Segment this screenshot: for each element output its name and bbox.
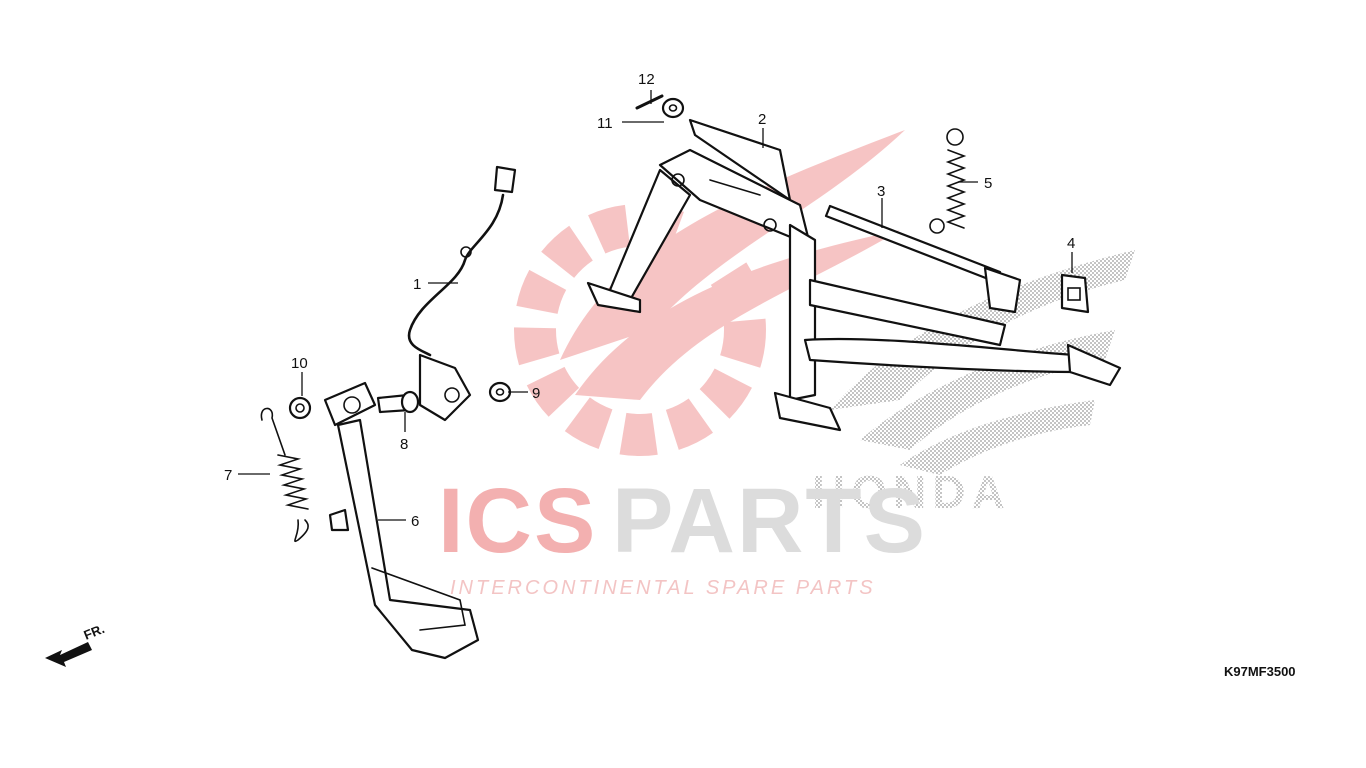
part-collar <box>288 396 312 420</box>
part-side-stand-switch <box>407 165 517 422</box>
watermark: HONDA ICS PARTS INTERCONTINENTAL SPARE P… <box>438 130 1135 599</box>
callout-6: 6 <box>411 513 419 530</box>
callout-10: 10 <box>291 355 308 372</box>
callout-8: 8 <box>400 436 408 453</box>
callout-3: 3 <box>877 183 885 200</box>
part-pin <box>635 94 664 110</box>
direction-label: FR. <box>82 621 107 643</box>
watermark-brand-parts: PARTS <box>612 470 927 572</box>
watermark-brand-ics: ICS <box>438 470 597 572</box>
front-arrow-icon <box>45 642 92 667</box>
watermark-tagline: INTERCONTINENTAL SPARE PARTS <box>450 577 876 599</box>
callout-5: 5 <box>984 175 992 192</box>
part-nut <box>488 381 512 403</box>
watermark-honda-text: HONDA <box>812 466 1011 518</box>
callouts: 12 11 2 3 5 4 1 10 9 8 7 6 <box>224 71 1075 530</box>
part-shaft <box>824 204 1022 314</box>
part-spring-side-stand <box>260 407 310 542</box>
watermark-gear-icon <box>514 130 905 456</box>
part-washer <box>661 97 685 119</box>
callout-2: 2 <box>758 111 766 128</box>
callout-11: 11 <box>597 115 613 132</box>
direction-arrow: FR. <box>45 621 107 667</box>
callout-1: 1 <box>413 276 421 293</box>
part-spring-stand <box>929 128 967 234</box>
part-bolt <box>376 390 420 414</box>
part-clip <box>1060 273 1090 314</box>
part-stand-pedal-arm <box>803 337 1122 387</box>
callout-9: 9 <box>532 385 540 402</box>
reference-code: K97MF3500 <box>1224 664 1296 679</box>
callout-4: 4 <box>1067 235 1075 252</box>
callout-7: 7 <box>224 467 232 484</box>
part-side-stand <box>323 381 480 660</box>
callout-12: 12 <box>638 71 655 88</box>
